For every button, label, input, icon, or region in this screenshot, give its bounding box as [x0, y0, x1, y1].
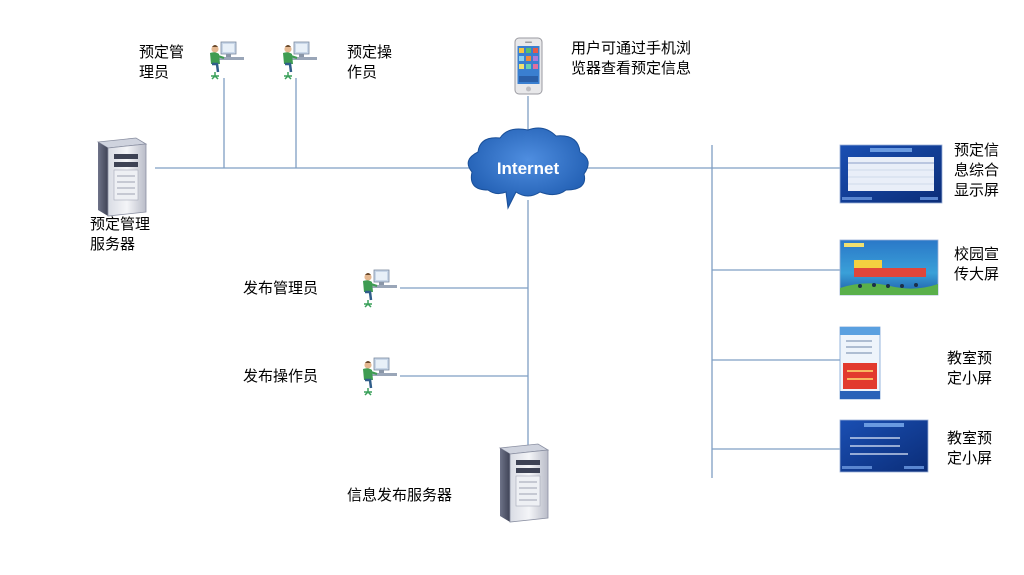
campus-display-screen [839, 239, 939, 296]
booking-server-icon [97, 137, 147, 217]
booking-admin-label: 预定管理员 [139, 43, 185, 81]
smartphone-icon [514, 37, 543, 95]
publish-operator-label: 发布操作员 [243, 367, 319, 385]
classroom-display-2-label: 教室预定小屏 [947, 429, 993, 467]
classroom-display-1-label: 教室预定小屏 [947, 349, 993, 387]
summary-display-label: 预定信息综合显示屏 [954, 141, 1000, 199]
publish-admin-workstation-icon [361, 268, 399, 309]
classroom-display-screen-2 [839, 419, 929, 473]
classroom-display-screen-1 [839, 326, 881, 400]
publish-operator-workstation-icon [361, 356, 399, 397]
summary-display-screen [839, 144, 943, 204]
internet-cloud-icon: Internet [467, 127, 589, 210]
publish-admin-label: 发布管理员 [243, 279, 319, 297]
publish-server-label: 信息发布服务器 [347, 486, 453, 504]
booking-server-label: 预定管理服务器 [90, 215, 151, 253]
booking-operator-label: 预定操作员 [347, 43, 393, 81]
publish-server-icon [499, 443, 549, 523]
mobile-note-label: 用户可通过手机浏览器查看预定信息 [571, 39, 692, 77]
internet-label: Internet [497, 159, 560, 178]
booking-operator-workstation-icon [281, 40, 319, 81]
campus-display-label: 校园宣传大屏 [954, 245, 1000, 283]
booking-admin-workstation-icon [208, 40, 246, 81]
